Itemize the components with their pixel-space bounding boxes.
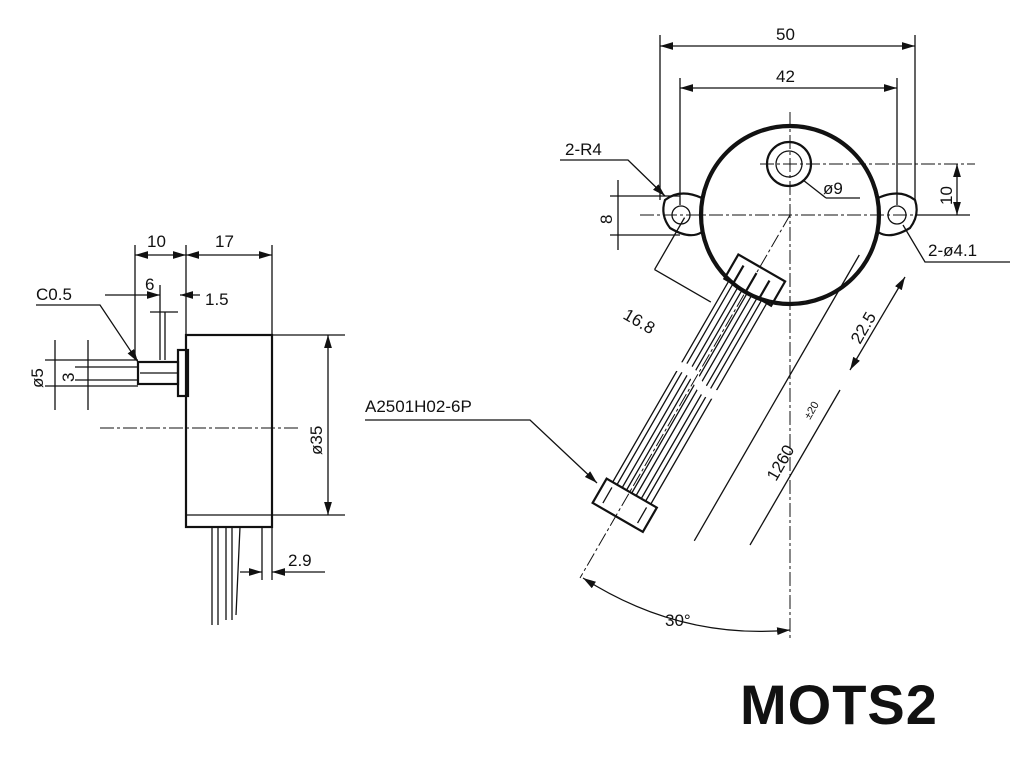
chamfer-label: C0.5 — [36, 285, 72, 304]
dim-10-front: 10 — [937, 186, 956, 205]
cable-tolerance: ±20 — [802, 400, 822, 422]
motor-body-side — [184, 333, 274, 529]
wires-side — [211, 526, 241, 625]
dim-50: 50 — [776, 25, 795, 44]
dim-16-8: 16.8 — [620, 305, 658, 338]
front-view: 50 42 2-R4 8 ø9 10 2-ø4.1 16.8 22.5 1260… — [365, 25, 1010, 640]
shaft-dia-label: ø9 — [823, 179, 843, 198]
dim-8: 8 — [597, 215, 616, 224]
dim-3: 3 — [59, 373, 78, 382]
dim-42: 42 — [776, 67, 795, 86]
model-title: MOTS2 — [740, 673, 938, 736]
dim-17: 17 — [215, 232, 234, 251]
dim-1-5: 1.5 — [205, 290, 229, 309]
connector — [591, 477, 659, 534]
side-view: 10 17 6 1.5 C0.5 ø5 3 ø35 2.9 — [28, 232, 345, 625]
dim-2-9: 2.9 — [288, 551, 312, 570]
radius-label: 2-R4 — [565, 140, 602, 159]
connector-label: A2501H02-6P — [365, 397, 472, 416]
dim-6: 6 — [145, 275, 154, 294]
cable-assembly — [591, 217, 860, 542]
dia-5: ø5 — [28, 368, 47, 388]
holes-label: 2-ø4.1 — [928, 241, 977, 260]
cable-length: 1260 — [763, 442, 798, 484]
dim-10: 10 — [147, 232, 166, 251]
dia-35: ø35 — [307, 426, 326, 455]
angle-30: 30° — [665, 611, 691, 630]
